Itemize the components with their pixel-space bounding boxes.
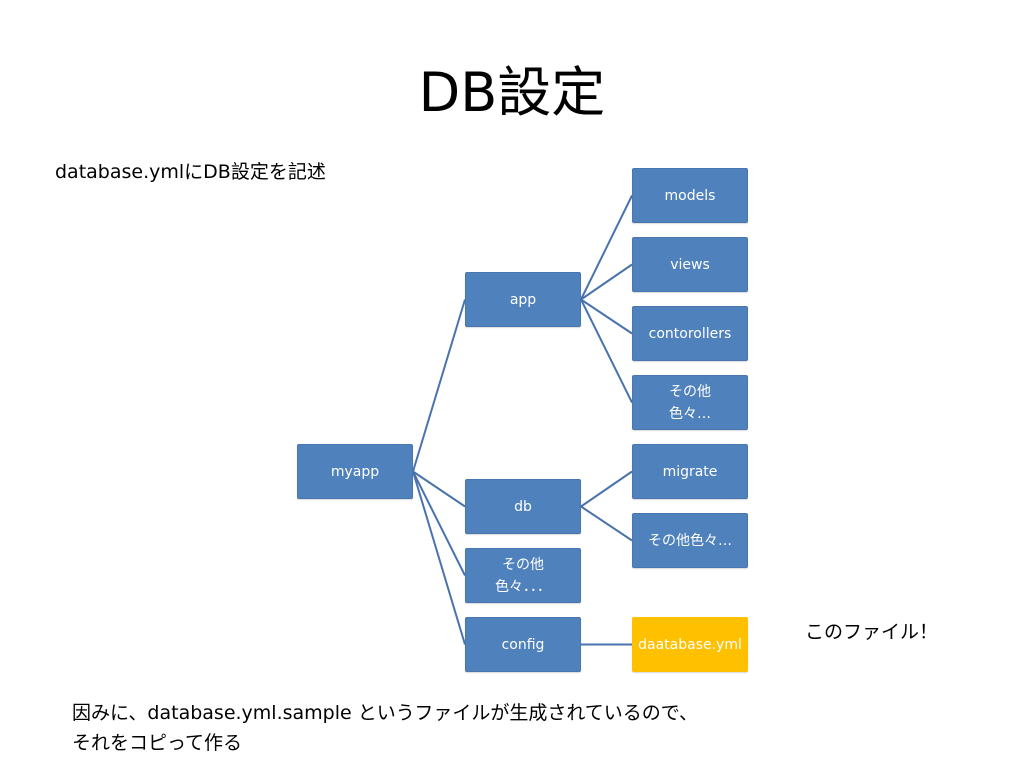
connector-myapp-config [412, 471, 466, 645]
node-controllers: contorollers [632, 306, 748, 361]
callout-this-file: このファイル！ [805, 621, 939, 643]
footnote: 因みに、database.yml.sample というファイルが生成されているの… [72, 698, 698, 758]
node-app-other-label: その他 色々… [669, 383, 711, 422]
connector-app-controllers [580, 298, 633, 335]
node-app-label: app [509, 291, 537, 308]
connector-db-migrate [580, 470, 633, 508]
node-config-label: config [501, 636, 545, 653]
node-other-label: その他 色々．．． [495, 556, 551, 595]
connector-app-other [580, 299, 633, 403]
node-db-other-label: その他色々… [648, 532, 732, 549]
node-db-other: その他色々… [632, 513, 748, 568]
connector-myapp-other [412, 471, 466, 576]
node-database-yml: daatabase.yml [632, 617, 748, 672]
connector-myapp-app [412, 299, 466, 472]
footnote-line-2: それをコピって作る [72, 732, 243, 754]
node-views: views [632, 237, 748, 292]
node-models-label: models [664, 187, 716, 204]
node-database-yml-label: daatabase.yml [638, 636, 742, 653]
connector-myapp-db [412, 470, 466, 508]
connector-app-views [580, 263, 633, 301]
node-db: db [465, 479, 581, 534]
connector-app-models [580, 195, 633, 300]
footnote-line-1: 因みに、database.yml.sample というファイルが生成されているの… [72, 702, 699, 724]
node-views-label: views [670, 256, 710, 273]
node-myapp-label: myapp [330, 463, 380, 480]
node-controllers-label: contorollers [648, 325, 732, 342]
slide-title: DB設定 [418, 61, 606, 124]
node-models: models [632, 168, 748, 223]
node-other: その他 色々．．． [465, 548, 581, 603]
slide-subtitle: database.ymlにDB設定を記述 [55, 161, 326, 183]
node-app-other: その他 色々… [632, 375, 748, 430]
connector-db-other [580, 505, 633, 542]
node-migrate-label: migrate [662, 463, 718, 480]
node-app: app [465, 272, 581, 327]
node-migrate: migrate [632, 444, 748, 499]
node-config: config [465, 617, 581, 672]
node-myapp: myapp [297, 444, 413, 499]
node-db-label: db [514, 498, 532, 515]
